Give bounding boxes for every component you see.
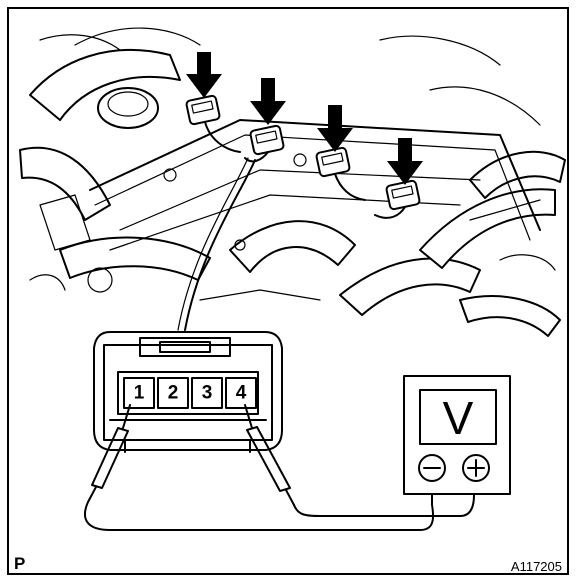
- injector-connector: [249, 124, 285, 156]
- down-arrow-icon: [317, 105, 353, 152]
- injector-connector: [185, 94, 221, 126]
- injector-connector: [385, 179, 421, 211]
- probe-lead-positive: [293, 494, 475, 517]
- harness-cable: [184, 159, 256, 331]
- test-probes: [83, 404, 475, 531]
- corner-mark: P: [14, 554, 26, 573]
- injector-connectors: [185, 94, 421, 219]
- down-arrow-icon: [250, 78, 286, 125]
- down-arrow-icon: [186, 52, 222, 98]
- connector-pin-3: 3: [202, 383, 213, 404]
- figure-id: A117205: [510, 559, 562, 574]
- meter-symbol: V: [443, 392, 474, 444]
- connector-pin-1: 1: [134, 383, 145, 404]
- probe-lead-negative: [83, 494, 435, 531]
- connector-pin-4: 4: [236, 383, 247, 404]
- down-arrow-icon: [387, 138, 423, 185]
- connector-front-view: 1 2 3 4: [93, 331, 283, 453]
- injector-connector: [315, 146, 351, 178]
- figure-frame: [7, 7, 569, 575]
- voltmeter: V: [403, 375, 511, 495]
- engine-illustration: [19, 27, 566, 337]
- connector-pin-2: 2: [168, 383, 179, 404]
- arrow-icons: [186, 52, 423, 185]
